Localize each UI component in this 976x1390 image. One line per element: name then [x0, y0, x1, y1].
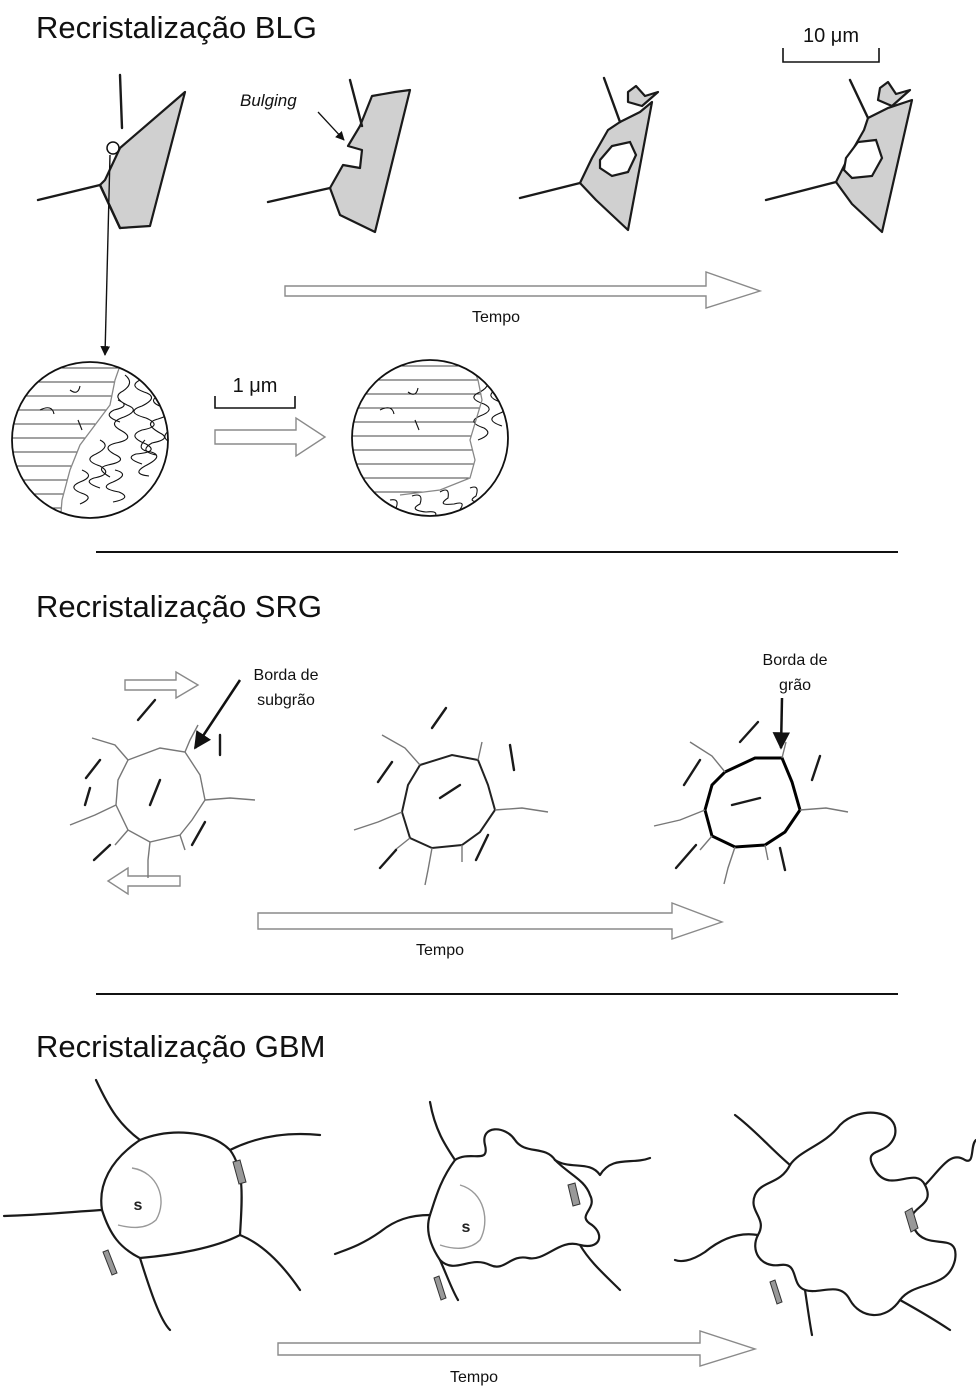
gbm-time-arrow: Tempo — [278, 1331, 755, 1386]
gbm-grain-stage-3 — [675, 1113, 976, 1335]
scale-label-1um: 1 μm — [233, 375, 278, 397]
gbm-title: Recristalização GBM — [36, 1029, 325, 1064]
gbm-grain-stage-2: s — [335, 1102, 650, 1300]
srg-title: Recristalização SRG — [36, 589, 322, 624]
subgrain-label-line1: Borda de — [254, 667, 319, 684]
marker-icon — [568, 1183, 580, 1206]
blg-time-arrow: Tempo — [285, 272, 760, 326]
blg-title: Recristalização BLG — [36, 10, 317, 45]
blg-grain-stage-1 — [38, 75, 185, 355]
zoom-progress-arrow — [215, 418, 325, 456]
blg-grain-stage-2: Bulging — [240, 80, 410, 232]
srg-grain-stage-3 — [654, 722, 848, 884]
gbm-time-label: Tempo — [450, 1369, 498, 1386]
marker-icon — [434, 1276, 446, 1300]
magnifier-circle-icon — [107, 142, 119, 154]
blg-grain-stage-3 — [520, 78, 658, 230]
marker-icon — [103, 1250, 117, 1275]
subgrain-pointer — [195, 680, 240, 748]
marker-icon — [233, 1160, 246, 1184]
blg-grain-stage-4 — [766, 80, 912, 232]
shear-arrow-top — [125, 672, 198, 698]
subgrain-label-line2: subgrão — [257, 692, 315, 709]
zoom-circle-before — [0, 360, 200, 525]
zoom-circle-after — [340, 360, 520, 525]
gbm-grain-stage-1: s — [4, 1080, 320, 1330]
marker-icon — [770, 1280, 782, 1304]
srg-time-label: Tempo — [416, 942, 464, 959]
grain-label-line2: grão — [779, 677, 811, 694]
grain-label-line1: Borda de — [763, 652, 828, 669]
srg-grain-stage-2 — [354, 708, 548, 885]
s-label-1: s — [134, 1197, 143, 1214]
bulging-label: Bulging — [240, 91, 297, 110]
scale-label-10um: 10 μm — [803, 25, 859, 47]
s-label-2: s — [462, 1219, 471, 1236]
grain-pointer — [781, 698, 782, 748]
shear-arrow-bottom — [108, 868, 180, 894]
srg-grain-stage-1 — [70, 700, 255, 878]
bulging-pointer — [318, 112, 344, 140]
srg-time-arrow: Tempo — [258, 903, 722, 959]
blg-time-label: Tempo — [472, 309, 520, 326]
scale-bar-1um: 1 μm — [215, 375, 295, 408]
scale-bar-10um: 10 μm — [783, 25, 879, 62]
